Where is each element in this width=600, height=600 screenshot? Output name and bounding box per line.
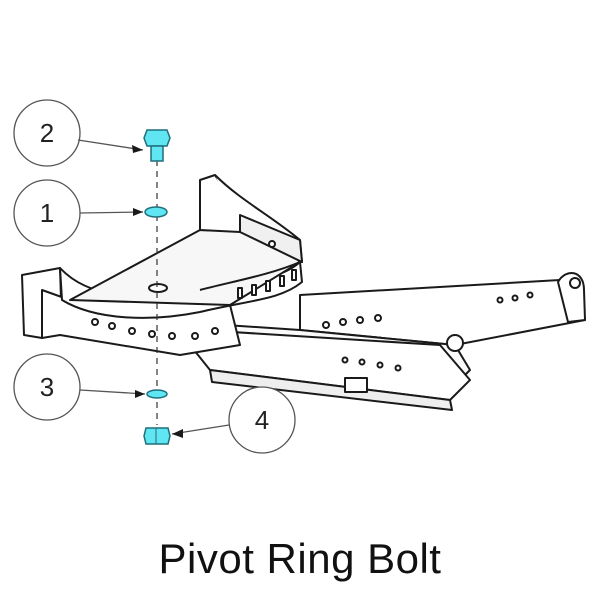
- callout-3: 3: [13, 353, 146, 421]
- exploded-diagram: 2 1 3 4: [13, 99, 586, 454]
- callout-1-label: 1: [40, 198, 54, 228]
- callout-2: 2: [13, 99, 144, 167]
- callout-1: 1: [13, 179, 144, 247]
- upper-washer-part: [144, 206, 168, 218]
- pivot-frame-drawing: [21, 174, 586, 411]
- hardware-parts: [143, 129, 171, 445]
- bolt-part: [143, 129, 171, 162]
- callout-4-label: 4: [255, 405, 269, 435]
- callout-4: 4: [171, 386, 296, 454]
- page-title: Pivot Ring Bolt: [158, 535, 442, 582]
- callout-2-label: 2: [40, 118, 54, 148]
- nut-part: [143, 427, 171, 445]
- callout-3-label: 3: [40, 372, 54, 402]
- callouts: 2 1 3 4: [13, 99, 296, 454]
- lower-washer-part: [146, 389, 168, 399]
